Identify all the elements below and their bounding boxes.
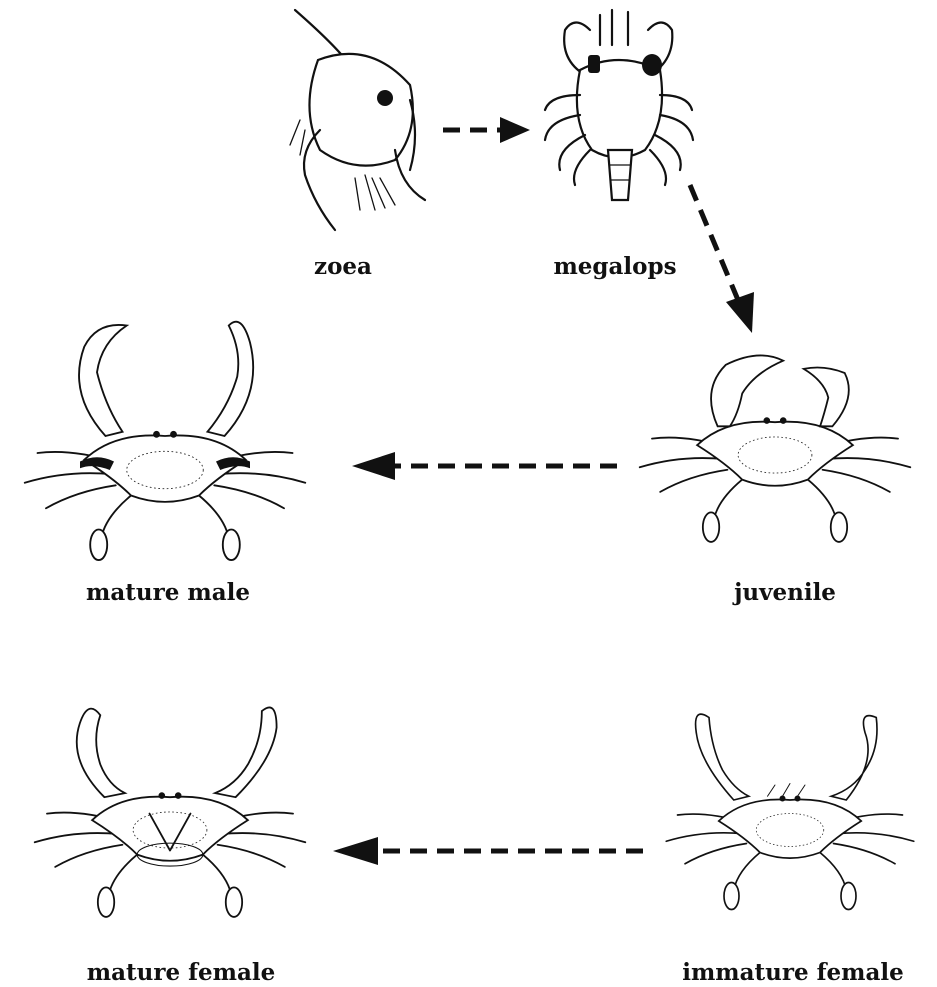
arrow-juvenile-to-mature-male <box>352 452 617 480</box>
mature-female-illustration <box>35 707 306 917</box>
immature-female-illustration <box>666 714 914 909</box>
arrow-immature-female-to-mature-female <box>333 837 643 865</box>
juvenile-illustration <box>640 355 911 541</box>
mature-female-label: mature female <box>87 959 275 986</box>
arrow-megalops-to-juvenile <box>690 185 754 333</box>
juvenile-label: juvenile <box>732 579 836 606</box>
zoea-illustration <box>290 10 425 230</box>
immature-female-label: immature female <box>682 959 904 986</box>
mature-male-illustration <box>25 322 306 560</box>
megalops-label: megalops <box>553 253 676 280</box>
mature-male-label: mature male <box>86 579 250 606</box>
megalops-illustration <box>545 10 693 200</box>
arrow-zoea-to-megalops <box>443 117 530 143</box>
zoea-label: zoea <box>314 253 372 280</box>
